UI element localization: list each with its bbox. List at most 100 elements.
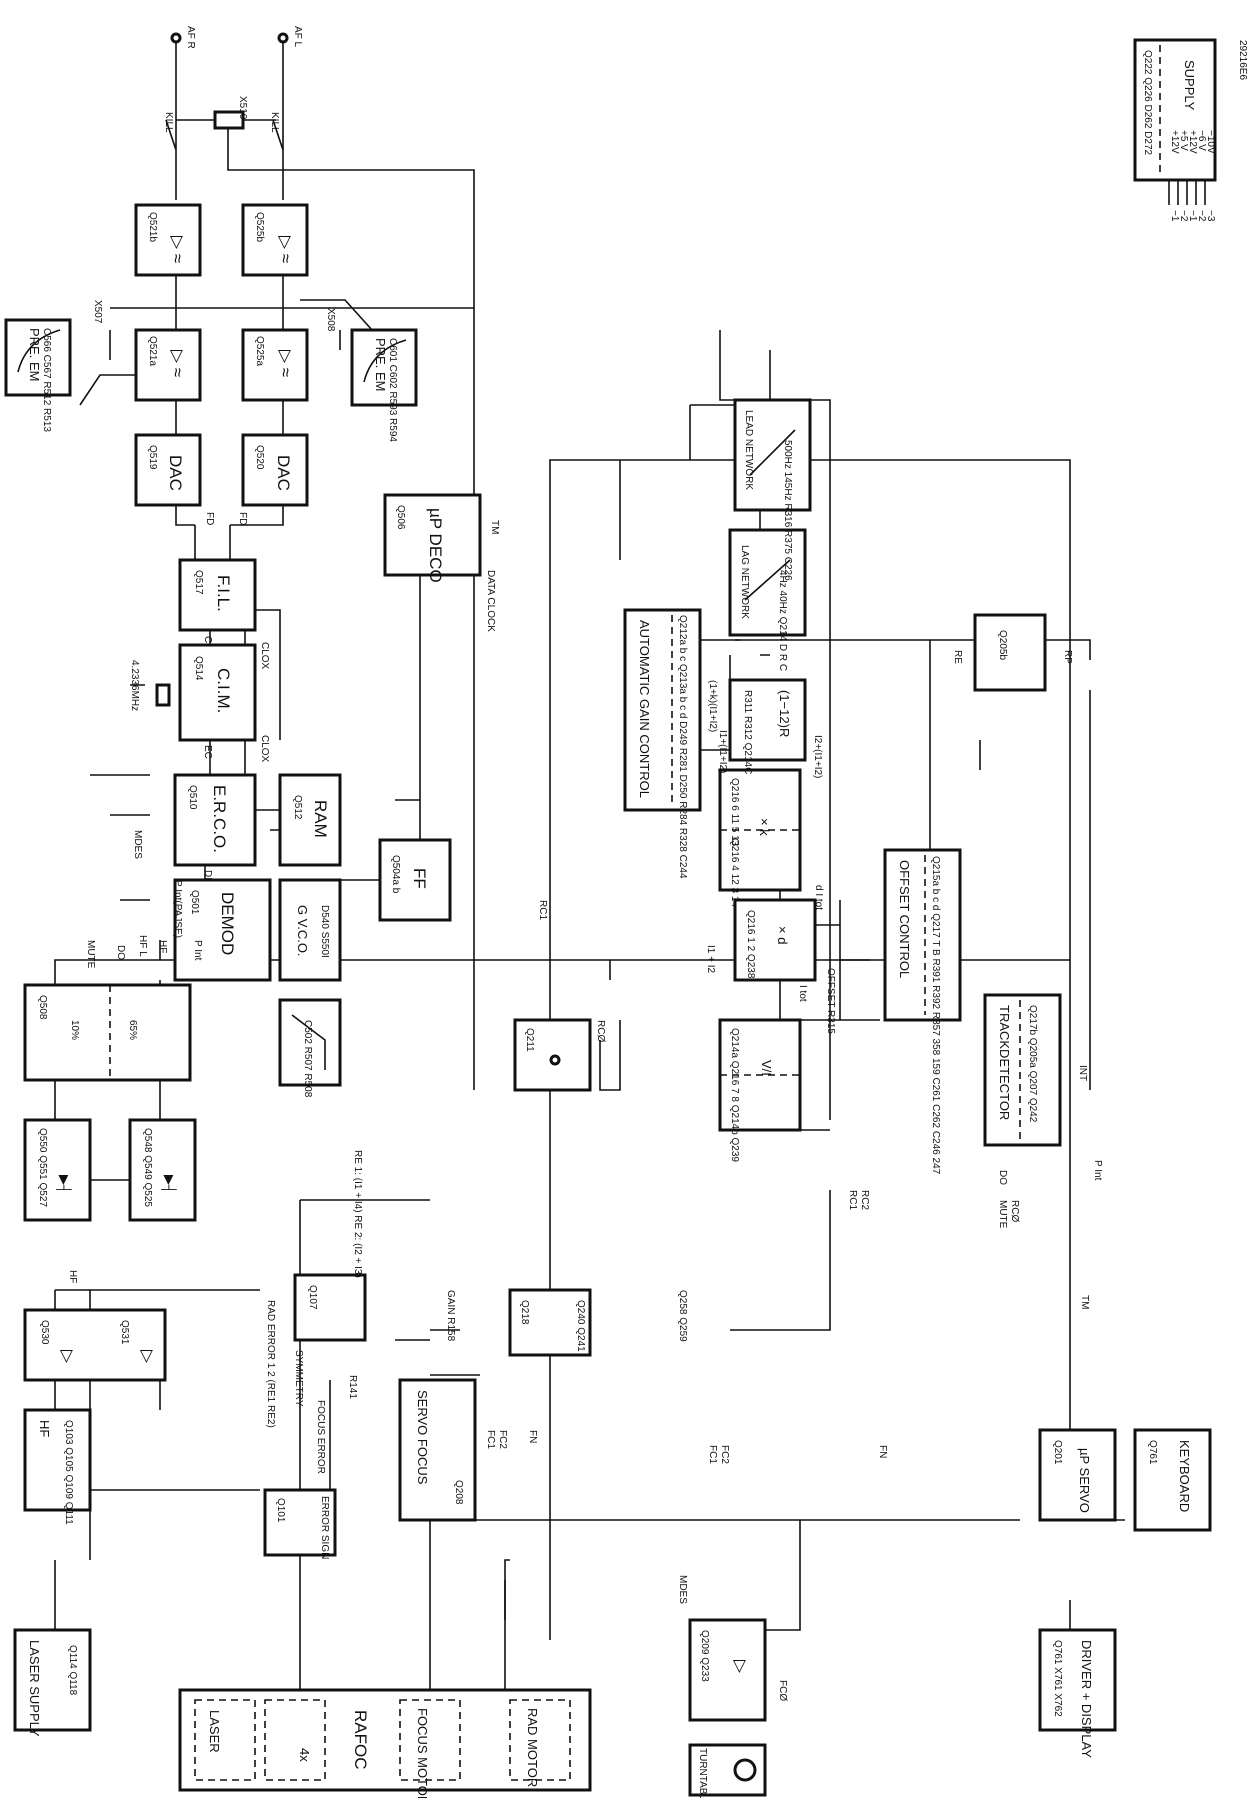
deco-title: µP DECO: [426, 508, 445, 583]
supply-parts: Q222 Q226 D262 D272: [1142, 50, 1153, 156]
block-pre-em-2: PRE. EM C601 C602 R593 R594: [350, 328, 418, 442]
i-ratio-2: I2+(I1+I2): [812, 735, 823, 778]
ram-parts: Q512: [292, 795, 303, 820]
supply-rail-label: +5 V: [1178, 130, 1189, 151]
block-hf-amp: HF Q103 Q105 Q109 Q111: [23, 1408, 92, 1525]
q508-label-a: 10%: [69, 1020, 80, 1040]
erco-title: E.R.C.O.: [210, 785, 229, 853]
q525a-label: Q525a: [254, 336, 265, 366]
fc2-label-2: FC2: [719, 1445, 730, 1464]
q508-label: Q508: [37, 995, 48, 1020]
q521b-label: Q521b: [147, 212, 158, 242]
block-erco: Q510 E.R.C.O.: [173, 773, 257, 867]
supply-terminal-label: −3: [1205, 210, 1216, 222]
driver-parts: Q761 X761 X762: [1052, 1640, 1063, 1717]
block-agc: AUTOMATIC GAIN CONTROL Q212a b c Q213a b…: [623, 608, 702, 879]
keyboard-parts: Q761: [1147, 1440, 1158, 1465]
block-ram: Q512 RAM: [278, 773, 342, 867]
focus-error-label: FOCUS ERROR: [315, 1400, 326, 1474]
relay-x510: X510: [213, 96, 248, 130]
block-turntable-motor: TURNTABLE MOTOR: [688, 1743, 767, 1798]
fil-parts: Q517: [193, 570, 204, 595]
lead-title: LEAD NETWORK: [743, 410, 754, 490]
i-ratio-1: I1+(I1+I2): [717, 730, 728, 773]
mute-label-2: MUTE: [997, 1200, 1008, 1229]
block-r: R311 R312 Q214C (1−12)R: [728, 678, 807, 774]
offset-title: OFFSET CONTROL: [897, 860, 912, 978]
q530-label: Q530: [39, 1320, 50, 1345]
q209-label: Q209 Q233: [699, 1630, 710, 1682]
q531-label: Q531: [119, 1320, 130, 1345]
vco-title: G V.C.O.: [295, 905, 310, 957]
rafoc-focus-motor: FOCUS MOTOR: [415, 1708, 430, 1798]
block-laser-supply: LASER SUPPLY Q114 Q118: [13, 1628, 92, 1737]
demod-title: DEMOD: [218, 892, 237, 955]
dac-2-parts: Q520: [254, 445, 265, 470]
pre-em-1-title: PRE. EM: [27, 328, 42, 381]
rad-error-label: RAD ERROR 1 2 (RE1 RE2): [265, 1300, 276, 1428]
rp-label: RP: [1062, 650, 1073, 664]
supply-terminal-label: −2: [1196, 210, 1207, 222]
rc-label: RC1: [537, 900, 548, 920]
block-pre-em-1: PRE. EM C566 C567 R512 R513: [4, 318, 72, 432]
block-q521a: Q521a ▷ ≈: [134, 328, 202, 402]
block-supply: Q222 Q226 D262 D272 SUPPLY +12V−1+5 V−2+…: [1133, 38, 1217, 222]
tm-label-1: TM: [489, 520, 500, 534]
af-left-label: AF L: [292, 26, 303, 48]
block-q101: Q101 ERROR SIGN: [263, 1488, 337, 1559]
c502-parts: C502 R507 R508: [302, 1020, 313, 1098]
cf-label: CF: [202, 636, 213, 649]
block-q548: Q548 Q549 Q525 ▶┤: [128, 1118, 197, 1222]
xk-parts-2: Q216 4 12 3 14: [729, 838, 740, 907]
supply-rail-label: −6 V: [1196, 130, 1207, 151]
block-dac-1: Q519 DAC: [134, 433, 202, 507]
gain-label: GAIN R158: [445, 1290, 456, 1342]
detector-symbol: ▶┤: [161, 1175, 177, 1194]
lag-parts: 4Hz 40Hz Q214 D R C: [777, 570, 788, 671]
i-d-label: d I tot: [813, 885, 824, 910]
symmetry-label: SYMMETRY: [293, 1350, 304, 1407]
xk-parts-1: Q216 6 11 5 13: [729, 778, 740, 847]
supply-rail-label: −10V: [1205, 130, 1216, 154]
ec-label: EC: [202, 745, 213, 759]
cim-title: C.I.M.: [214, 668, 233, 713]
int-label: INT: [1077, 1065, 1088, 1081]
block-lead-network: LEAD NETWORK 500Hz 145Hz R316 R375 C226: [733, 398, 812, 581]
r141-label: R141: [347, 1375, 358, 1399]
supply-terminal-label: −1: [1187, 210, 1198, 222]
error-sign-label: ERROR SIGN: [319, 1496, 330, 1559]
q101-parts: Q101: [275, 1498, 286, 1523]
crystal-label: 4.2336MHz: [129, 660, 140, 711]
q550-parts: Q550 Q551 Q527: [37, 1128, 48, 1207]
q258-label: Q258 Q259: [677, 1290, 688, 1342]
hfl-label: HF L: [137, 935, 148, 957]
block-q525a: Q525a ▷ ≈: [241, 328, 309, 402]
af-output-left: AF L KILL: [269, 26, 303, 133]
rafoc-title: RAFOC: [351, 1710, 370, 1770]
q211-label: Q211: [524, 1028, 535, 1052]
block-demod: Q501 DEMOD: [173, 878, 272, 982]
i-tot-label: I tot: [797, 985, 808, 1002]
offset-r-label: OFFSET R315: [825, 968, 836, 1034]
mute-label: MUTE: [85, 940, 96, 969]
block-deco: Q506 µP DECO: [383, 493, 482, 583]
fc1-label-2: FC1: [707, 1445, 718, 1464]
block-q550: Q550 Q551 Q527 ▶┤: [23, 1118, 92, 1222]
block-filter-c502: C502 R507 R508: [278, 998, 342, 1098]
dac-1-parts: Q519: [147, 445, 158, 470]
kill-label-right: KILL: [163, 112, 174, 133]
re-label: RE: [952, 650, 963, 664]
agc-parts: Q212a b c Q213a b c d D249 R281 D250 R28…: [677, 615, 688, 879]
i-k-label: (1+k)(I1+I2): [707, 680, 718, 732]
block-xk: Q216 6 11 5 13 × k Q216 4 12 3 14: [718, 768, 802, 907]
kill-label-left: KILL: [269, 112, 280, 133]
hf-amp-parts: Q103 Q105 Q109 Q111: [63, 1420, 74, 1525]
detector-symbol: ▶┤: [56, 1175, 72, 1194]
drawing-ref: 29216E6: [1237, 40, 1248, 80]
q218-parts: Q240 Q241: [575, 1300, 586, 1352]
rco-label-2: RCØ: [1009, 1200, 1020, 1222]
rafoc-diodes: 4x: [297, 1748, 312, 1762]
dac-1-title: DAC: [166, 455, 185, 491]
dac-2-title: DAC: [274, 455, 293, 491]
